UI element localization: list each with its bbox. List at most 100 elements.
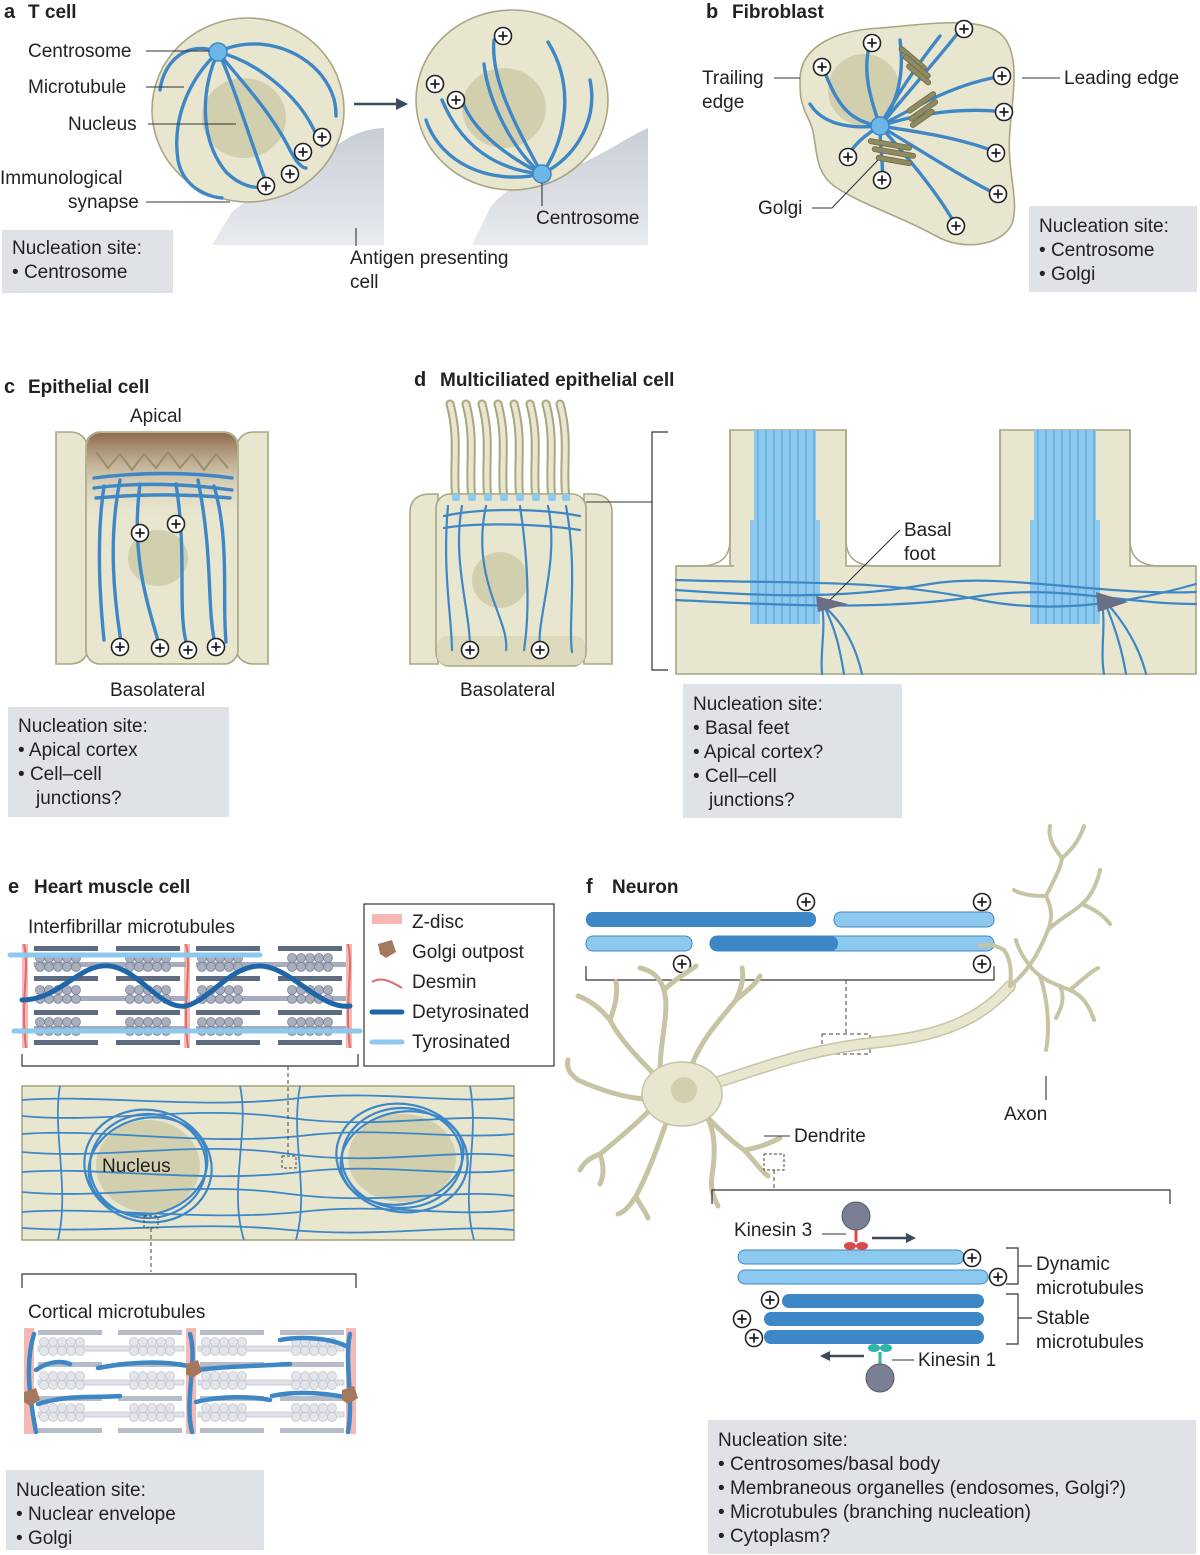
nucleation-title-c: Nucleation site: xyxy=(18,716,148,737)
panel-title-b: Fibroblast xyxy=(732,2,825,23)
label-golgi: Golgi xyxy=(758,198,802,219)
panel-e: e Heart muscle cell Interfibrillar micro… xyxy=(6,876,555,1550)
nucleation-box-c xyxy=(8,707,229,817)
panel-title-f: Neuron xyxy=(612,877,679,898)
label-trailing: Trailing xyxy=(702,68,764,89)
muscle-cell xyxy=(21,1085,515,1241)
apical-cortex xyxy=(87,433,237,523)
apical-actin-mesh xyxy=(95,450,229,472)
plus-end-icon xyxy=(150,638,170,658)
plus-end-icon xyxy=(954,19,974,39)
panel-letter-b: b xyxy=(706,1,718,23)
plus-end-icon xyxy=(972,892,992,912)
neighbor-cell-right xyxy=(583,493,613,665)
legend-label: Z-disc xyxy=(412,912,464,933)
arrow-head-icon xyxy=(396,98,408,110)
nucleation-title-d: Nucleation site: xyxy=(693,694,823,715)
plus-end-icon xyxy=(988,184,1008,204)
label-antigen-presenting: Antigen presenting xyxy=(350,248,508,269)
plus-end-icon xyxy=(760,1290,780,1310)
nucleation-box-e xyxy=(6,1470,264,1550)
plus-end-icon xyxy=(988,1267,1008,1287)
basal-bodies xyxy=(452,494,570,501)
plus-end-icon xyxy=(493,26,513,46)
panel-a: a T cell xyxy=(0,1,648,293)
label-foot: foot xyxy=(904,544,936,565)
zoom-bracket xyxy=(711,1189,1171,1204)
plus-end-icon xyxy=(986,143,1006,163)
plus-end-icon xyxy=(946,216,966,236)
dendrite-microtubules xyxy=(737,1249,989,1344)
zoom-bracket xyxy=(21,1273,357,1288)
label-apical: Apical xyxy=(130,406,182,427)
nucleation-title-b: Nucleation site: xyxy=(1039,216,1169,237)
nucleation-item: • Apical cortex xyxy=(18,740,138,761)
nucleation-item: • Golgi xyxy=(1039,264,1095,285)
plus-end-icon xyxy=(460,640,480,660)
bracket-stable xyxy=(1006,1293,1032,1345)
label-stable: Stable xyxy=(1036,1308,1090,1329)
plus-end-icon xyxy=(530,640,550,660)
cilia-core xyxy=(447,401,569,501)
plus-end-icon xyxy=(972,954,992,974)
nucleation-box-f xyxy=(708,1420,1196,1554)
label-nucleus-e: Nucleus xyxy=(102,1156,171,1177)
bracket-dynamic xyxy=(1006,1247,1032,1285)
basal-body-left xyxy=(750,430,820,624)
nucleation-title-e: Nucleation site: xyxy=(16,1480,146,1501)
microtubules-a-right xyxy=(424,38,594,179)
panel-letter-e: e xyxy=(8,876,19,898)
neuron-shape xyxy=(565,824,1112,1221)
kinesin-1-icon xyxy=(865,1344,895,1393)
arrow-left-icon xyxy=(820,1351,830,1361)
nucleation-box-a xyxy=(2,230,173,293)
plus-end-icon xyxy=(862,33,882,53)
sarcomere-cortical xyxy=(24,1328,358,1435)
basal-foot-icon xyxy=(816,596,848,612)
nucleation-item: • Cytoplasm? xyxy=(718,1526,830,1547)
nucleation-item: • Centrosome xyxy=(1039,240,1154,261)
sarcomere-interfibrillar xyxy=(7,943,363,1049)
neuron-nucleus xyxy=(671,1077,697,1103)
nucleation-box-d xyxy=(683,684,902,818)
microtubules-c xyxy=(92,471,234,652)
nucleation-item: • Cell–cell xyxy=(693,766,777,787)
legend-label: Tyrosinated xyxy=(412,1032,510,1053)
plus-end-icon xyxy=(293,142,313,162)
microtubules-d-zoom xyxy=(674,578,1198,676)
neighbor-cell-left xyxy=(55,431,89,665)
nucleation-item: • Golgi xyxy=(16,1528,72,1549)
label-basolateral-d: Basolateral xyxy=(460,680,555,701)
kinesin-3-icon xyxy=(841,1201,871,1250)
microtubules-d xyxy=(442,504,582,654)
nucleation-item: • Cell–cell xyxy=(18,764,102,785)
plus-end-icon xyxy=(872,170,892,190)
panel-title-d: Multiciliated epithelial cell xyxy=(440,370,674,391)
panel-letter-c: c xyxy=(4,376,15,398)
nucleation-box-b xyxy=(1029,206,1197,292)
label-synapse: synapse xyxy=(68,192,139,213)
nucleation-item: • Nuclear envelope xyxy=(16,1504,176,1525)
nucleus-d xyxy=(472,552,528,608)
label-axon: Axon xyxy=(1004,1104,1047,1125)
label-interfibrillar: Interfibrillar microtubules xyxy=(28,917,235,938)
leader-line xyxy=(829,529,901,601)
panel-title-e: Heart muscle cell xyxy=(34,877,190,898)
label-edge: edge xyxy=(702,92,744,113)
label-basolateral-c: Basolateral xyxy=(110,680,205,701)
golgi-stacks xyxy=(867,46,939,167)
nucleation-item: • Centrosomes/basal body xyxy=(718,1454,941,1475)
nucleation-item-cont: junctions? xyxy=(708,790,795,811)
zoom-bracket xyxy=(585,966,995,981)
zoom-bracket xyxy=(651,431,668,671)
plus-end-icon xyxy=(178,640,198,660)
nucleation-item: • Membraneous organelles (endosomes, Gol… xyxy=(718,1478,1126,1499)
plus-end-icon xyxy=(446,90,466,110)
panel-b: b Fibroblast xyxy=(702,1,1197,292)
nucleation-item: • Basal feet xyxy=(693,718,790,739)
legend-label: Desmin xyxy=(412,972,476,993)
label-leading-edge: Leading edge xyxy=(1064,68,1179,89)
legend-label: Detyrosinated xyxy=(412,1002,529,1023)
plus-end-icon xyxy=(796,892,816,912)
